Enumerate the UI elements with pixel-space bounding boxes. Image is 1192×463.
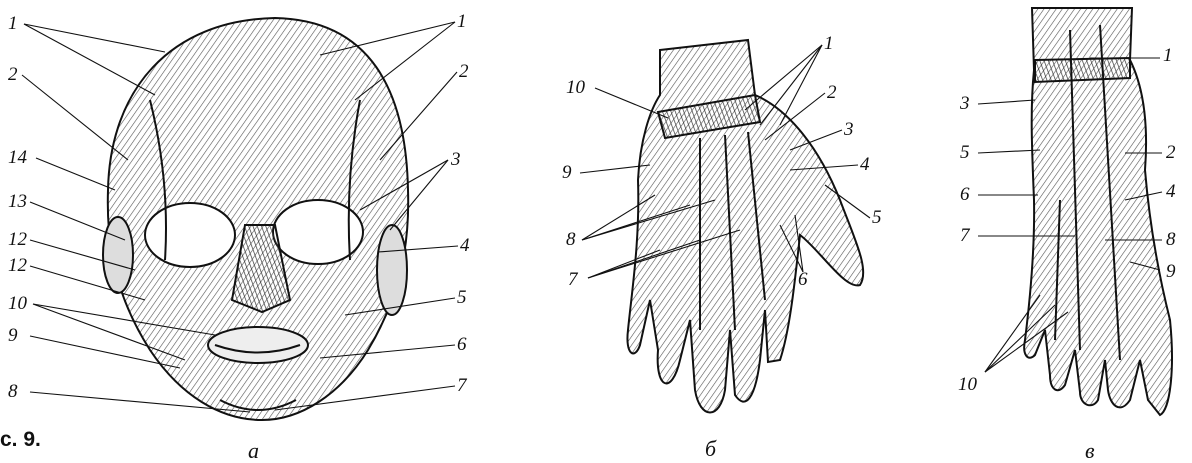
head-label-1-left: 1	[8, 14, 18, 33]
hand-label-7: 7	[568, 270, 578, 289]
subfigure-caption-a: а	[248, 440, 259, 462]
foot-label-6: 6	[960, 185, 970, 204]
head-label-8: 8	[8, 382, 18, 401]
head-label-6: 6	[457, 335, 467, 354]
foot-label-4: 4	[1166, 182, 1176, 201]
hand-label-2: 2	[827, 83, 837, 102]
foot-drawing	[1024, 8, 1172, 415]
head-label-2-left: 2	[8, 65, 18, 84]
hand-label-5: 5	[872, 208, 882, 227]
foot-label-2: 2	[1166, 143, 1176, 162]
head-label-13: 13	[8, 192, 27, 211]
foot-label-5: 5	[960, 143, 970, 162]
hand-label-1: 1	[824, 34, 834, 53]
head-label-12-b: 12	[8, 256, 27, 275]
head-label-5: 5	[457, 288, 467, 307]
hand-label-3: 3	[844, 120, 854, 139]
foot-label-9: 9	[1166, 262, 1176, 281]
head-label-9: 9	[8, 326, 18, 345]
head-label-7: 7	[457, 376, 467, 395]
head-label-4: 4	[460, 236, 470, 255]
head-label-10: 10	[8, 294, 27, 313]
foot-label-8: 8	[1166, 230, 1176, 249]
foot-label-3: 3	[960, 94, 970, 113]
foot-label-7: 7	[960, 226, 970, 245]
head-label-3: 3	[451, 150, 461, 169]
hand-label-4: 4	[860, 155, 870, 174]
head-drawing	[103, 18, 408, 420]
foot-label-10: 10	[958, 375, 977, 394]
head-label-1-right: 1	[457, 12, 467, 31]
hand-label-8: 8	[566, 230, 576, 249]
hand-label-9: 9	[562, 163, 572, 182]
figure-caption: с. 9.	[0, 428, 41, 452]
subfigure-caption-b: б	[705, 438, 716, 460]
head-label-12-a: 12	[8, 230, 27, 249]
subfigure-caption-c: в	[1085, 440, 1095, 462]
foot-label-1: 1	[1163, 46, 1173, 65]
head-label-14: 14	[8, 148, 27, 167]
hand-label-6: 6	[798, 270, 808, 289]
head-label-2-right: 2	[459, 62, 469, 81]
hand-label-10: 10	[566, 78, 585, 97]
